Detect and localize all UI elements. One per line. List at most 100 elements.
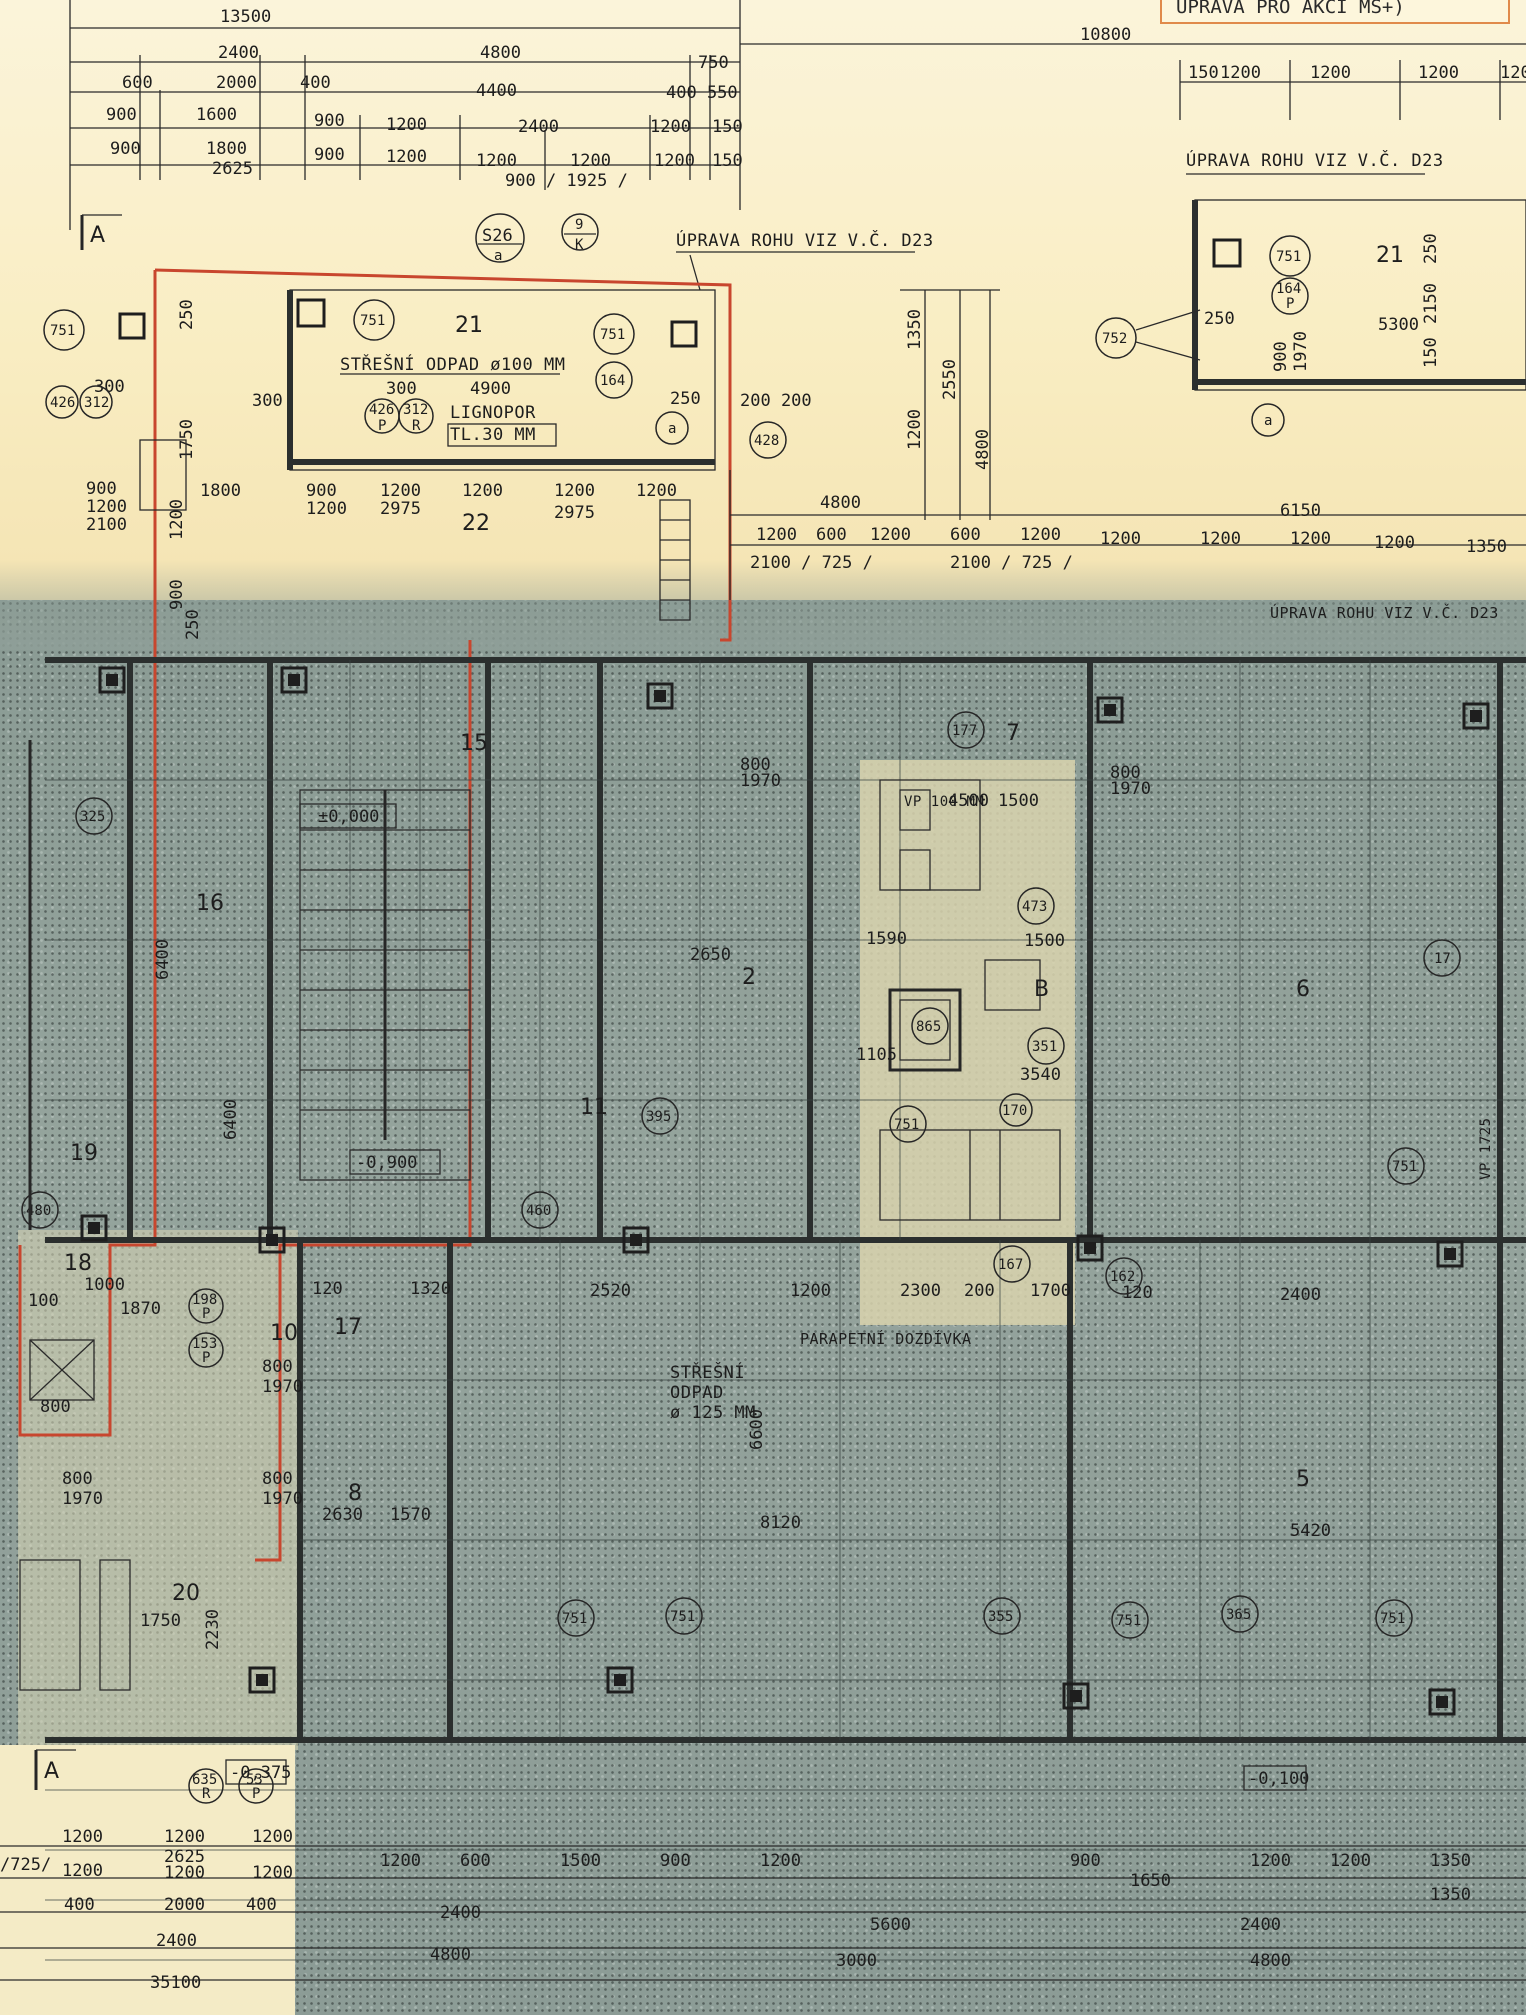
svg-text:2400: 2400 [156,1931,197,1951]
svg-text:a: a [494,248,502,264]
svg-text:1800: 1800 [200,481,241,501]
structural-columns [80,666,1490,1716]
dim-1200f: 1200 [654,151,695,171]
svg-text:5: 5 [1296,1467,1310,1492]
svg-text:1200: 1200 [905,409,925,450]
svg-text:200 200: 200 200 [740,391,812,411]
svg-text:1200: 1200 [1290,529,1331,549]
svg-text:10: 10 [270,1321,298,1346]
svg-text:751: 751 [1116,1613,1141,1629]
dim-900d: 900 [314,145,345,165]
svg-text:751: 751 [600,327,625,343]
lower-rooms: 16 15 2 6 5 8 11 17 18 10 20 19 7 325 39… [21,721,1461,1804]
svg-text:9: 9 [575,217,583,233]
svg-text:1970: 1970 [1110,779,1151,799]
svg-text:1200: 1200 [870,525,911,545]
svg-text:4800: 4800 [820,493,861,513]
svg-text:4900: 4900 [470,379,511,399]
svg-text:1350: 1350 [1466,537,1507,557]
dim-4800: 4800 [480,43,521,63]
svg-text:480: 480 [26,1203,51,1219]
svg-text:22: 22 [462,511,490,536]
svg-text:250: 250 [1421,233,1441,264]
svg-text:1200: 1200 [1020,525,1061,545]
light-sanitary-block [860,760,1075,1325]
svg-text:1200: 1200 [1250,1851,1291,1871]
room-21-block: 21 STŘEŠNÍ ODPAD ø100 MM 300 4900 LIGNOP… [118,289,812,471]
svg-text:751: 751 [894,1117,919,1133]
svg-text:351: 351 [1032,1039,1057,1055]
svg-text:1200: 1200 [554,481,595,501]
svg-text:2975: 2975 [380,499,421,519]
light-left-block [18,1230,298,1750]
note-lignopor: LIGNOPOR [450,403,536,423]
svg-text:7: 7 [1006,721,1020,746]
svg-text:1970: 1970 [262,1489,303,1509]
svg-text:-0,100: -0,100 [1248,1769,1309,1789]
svg-text:400: 400 [246,1895,277,1915]
svg-text:2650: 2650 [690,945,731,965]
svg-text:300: 300 [94,377,125,397]
svg-text:35100: 35100 [150,1973,201,1993]
upper-center-dims: 1350 2550 1200 4800 4800 1200 600 1200 2… [659,289,1526,621]
svg-text:1650: 1650 [1130,1871,1171,1891]
dim-150-top: 150 [1188,63,1219,83]
svg-text:751: 751 [1392,1159,1417,1175]
svg-text:426: 426 [369,402,394,418]
svg-text:150: 150 [1421,337,1441,368]
note-corner-ref-2: ÚPRAVA ROHU VIZ V.Č. D23 [1186,149,1444,171]
svg-text:600: 600 [950,525,981,545]
svg-text:250: 250 [1204,309,1235,329]
svg-text:800: 800 [740,755,771,775]
svg-text:800: 800 [40,1397,71,1417]
svg-text:426: 426 [50,395,75,411]
svg-text:6: 6 [1296,977,1310,1002]
svg-text:751: 751 [670,1609,695,1625]
svg-text:365: 365 [1226,1607,1251,1623]
callout-s26: S26 a 9 K [475,213,599,264]
svg-text:R: R [412,418,421,434]
svg-text:1200: 1200 [756,525,797,545]
svg-text:395: 395 [646,1109,671,1125]
svg-text:1200: 1200 [380,481,421,501]
svg-text:4500: 4500 [948,791,989,811]
dim-4400: 4400 [476,81,517,101]
dim-1200a: 1200 [386,115,427,135]
svg-text:6400: 6400 [221,1099,241,1140]
svg-text:3540: 3540 [1020,1065,1061,1085]
svg-text:P: P [202,1350,210,1366]
svg-text:1970: 1970 [262,1377,303,1397]
svg-text:751: 751 [360,313,385,329]
svg-text:1970: 1970 [1291,331,1311,372]
svg-text:19: 19 [70,1141,98,1166]
section-marker-a-top: A [80,214,122,250]
svg-text:P: P [1286,296,1294,312]
upper-left-dims: 300 900 1200 2100 1800 300 900 1200 1200… [43,299,677,640]
svg-text:4800: 4800 [430,1945,471,1965]
svg-text:4800: 4800 [1250,1951,1291,1971]
svg-text:428: 428 [754,433,779,449]
dim-1200-r4: 1200 [1500,63,1526,83]
svg-text:20: 20 [172,1581,200,1606]
svg-text:120: 120 [312,1279,343,1299]
top-dimension-chains: 13500 2400 4800 750 600 2000 400 4400 40… [69,0,743,230]
svg-text:1200: 1200 [252,1863,293,1883]
dim-600: 600 [122,73,153,93]
svg-text:21: 21 [455,313,483,338]
svg-text:R: R [202,1786,211,1802]
svg-text:2400: 2400 [1280,1285,1321,1305]
svg-text:17: 17 [334,1315,362,1340]
svg-text:2630: 2630 [322,1505,363,1525]
svg-text:300: 300 [252,391,283,411]
section-marker-a-bottom: A [34,1749,76,1790]
svg-text:2100 / 725 /: 2100 / 725 / [750,553,873,573]
svg-text:15: 15 [460,731,488,756]
svg-text:a: a [668,421,676,437]
dim-1600: 1600 [196,105,237,125]
level-markers: -0,100 -0,375 [225,1759,1309,1791]
dim-1200-r3: 1200 [1418,63,1459,83]
lower-walls [45,657,1526,1743]
svg-text:5300: 5300 [1378,315,1419,335]
svg-text:1200: 1200 [306,499,347,519]
svg-text:1870: 1870 [120,1299,161,1319]
